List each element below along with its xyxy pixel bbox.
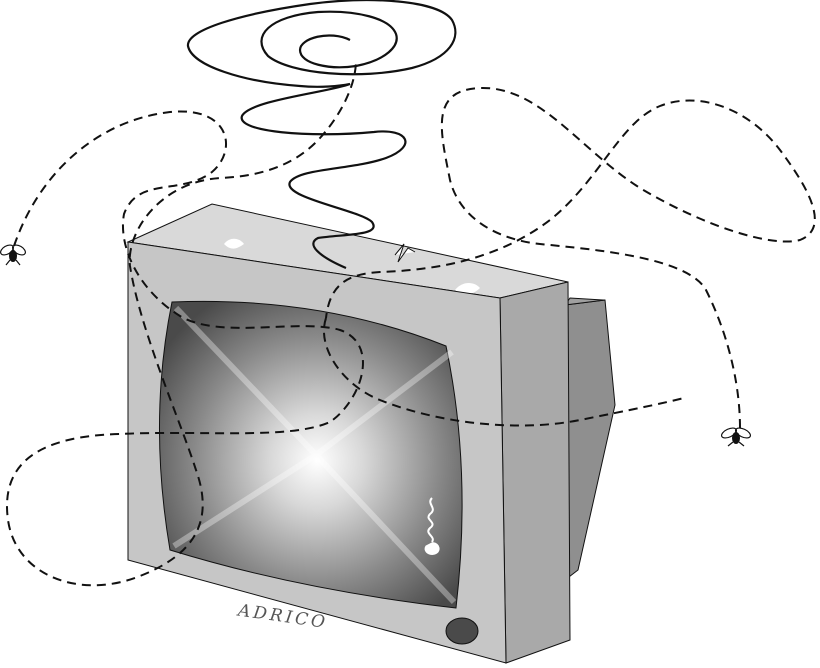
tv-back-panel — [564, 299, 616, 582]
fly-icon — [0, 244, 26, 266]
tv-crack — [394, 243, 416, 263]
tv-screen — [159, 300, 463, 609]
screen-squiggle — [427, 497, 434, 543]
tv-side-face — [499, 281, 571, 664]
screen-bulb — [424, 542, 440, 555]
tv-power-knob — [445, 617, 479, 645]
screen-sheen — [172, 305, 457, 605]
tv-scuff-left — [224, 238, 244, 249]
fly-icon — [720, 427, 752, 447]
antenna-wire — [186, 0, 457, 270]
tv-scuff-right — [455, 282, 480, 295]
fly-flight-path — [6, 59, 816, 587]
